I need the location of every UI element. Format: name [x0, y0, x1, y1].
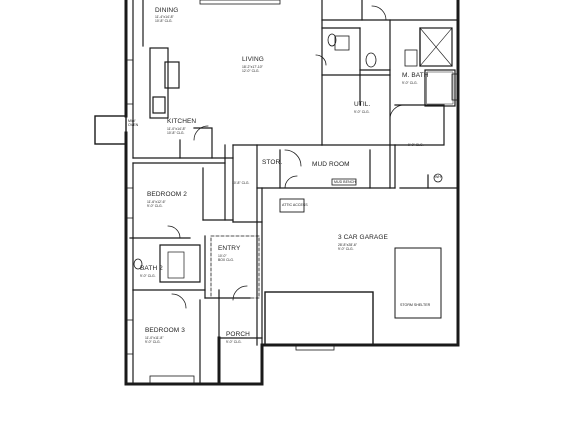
windows: [125, 0, 459, 385]
room-dims-entry: 10'-0" BOX CLG.: [218, 254, 235, 263]
room-dims-bath-2: 9'-0" CLG.: [140, 274, 156, 278]
room-dims-living: 18'-2"x17'-10" 12'-0" CLG.: [242, 65, 263, 74]
fixtures: [133, 33, 443, 270]
interior-walls: [129, 0, 459, 385]
room-label-storage: STOR.: [262, 159, 283, 166]
door-swings: [167, 5, 405, 309]
room-dims-hall: 10'-8" CLG.: [232, 181, 250, 185]
room-dims-dining: 11'-4"x14'-8" 10'-8" CLG.: [155, 15, 174, 24]
room-label-living: LIVING: [242, 56, 264, 63]
room-dims-util: 9'-0" CLG.: [354, 110, 370, 114]
room-dims-bedroom-2: 11'-6"x12'-6" 9'-0" CLG.: [147, 200, 166, 209]
room-label-entry: ENTRY: [218, 245, 241, 252]
mud-bench-label: MUD BENCH: [334, 180, 356, 184]
water-heater-label: WH: [435, 175, 441, 179]
room-label-garage: 3 CAR GARAGE: [338, 234, 388, 241]
microwave-oven-label: MW/ OVEN: [128, 119, 139, 128]
room-label-mud-room: MUD ROOM: [312, 161, 350, 168]
storm-shelter-label: STORM SHELTER: [400, 303, 431, 307]
room-dims-kitchen: 11'-0"x14'-8" 10'-8" CLG.: [167, 127, 186, 136]
room-label-bedroom-2: BEDROOM 2: [147, 191, 187, 198]
room-dims-bedroom-3: 11'-0"x11'-8" 9'-0" CLG.: [145, 336, 164, 345]
room-label-master-bath: M. BATH: [402, 72, 429, 79]
room-dims-porch: 9'-0" CLG.: [226, 340, 242, 344]
room-label-porch: PORCH: [226, 331, 250, 338]
room-label-kitchen: KITCHEN: [167, 118, 197, 125]
exterior-stub: [94, 115, 127, 145]
room-dims-garage: 28'-8"x28'-6" 9'-0" CLG.: [338, 243, 357, 252]
room-label-bedroom-3: BEDROOM 3: [145, 327, 185, 334]
room-label-bath-2: BATH 2: [140, 265, 163, 272]
attic-access-label: ATTIC ACCESS: [282, 203, 308, 207]
room-dims-closet: 9'-0" CLG.: [408, 143, 424, 147]
room-dims-master-bath: 9'-0" CLG.: [402, 81, 418, 85]
room-label-dining: DINING: [155, 7, 179, 14]
room-label-util: UTIL.: [354, 101, 371, 108]
